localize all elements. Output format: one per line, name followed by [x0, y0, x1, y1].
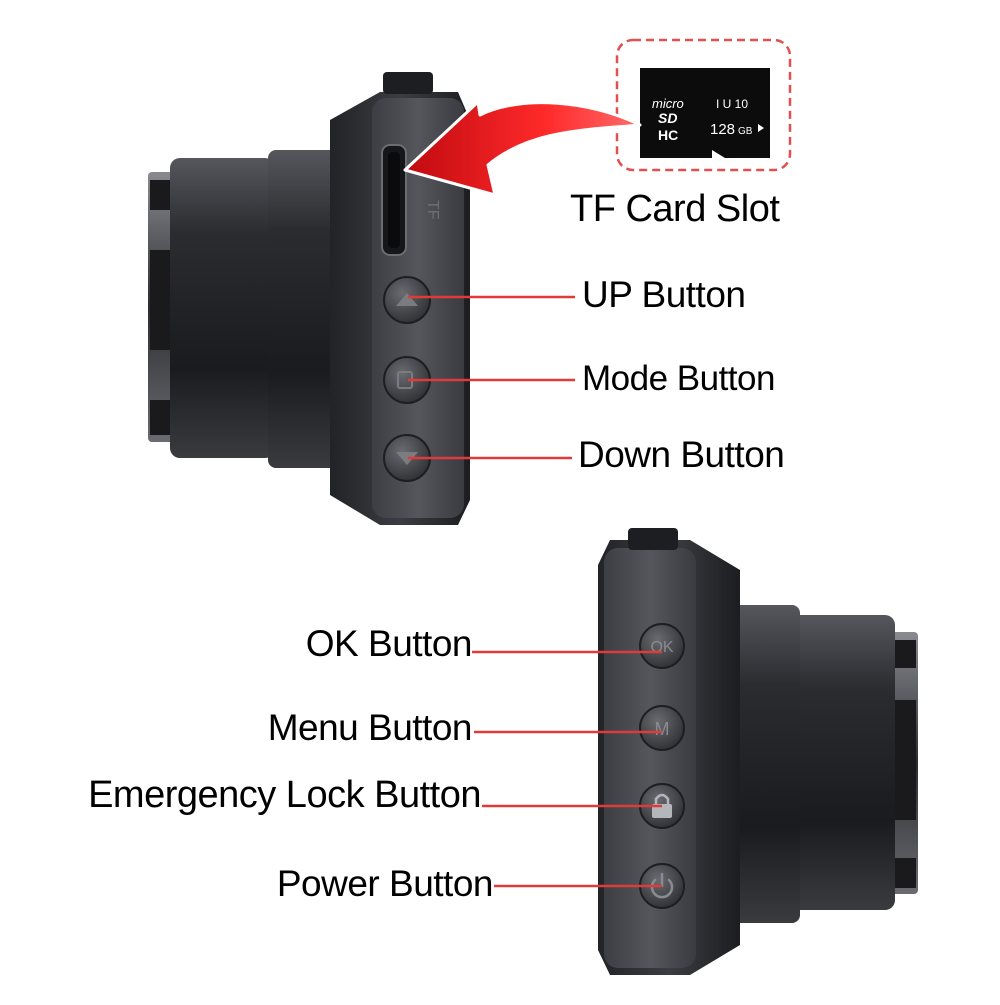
sd-capacity: 128: [710, 121, 735, 138]
up-button[interactable]: [383, 276, 431, 324]
up-arrow-icon: [396, 293, 418, 306]
sd-brand-micro: micro: [652, 96, 684, 111]
menu-button[interactable]: M: [639, 705, 685, 751]
power-button-label: Power Button: [276, 863, 494, 904]
tf-card-slot-label: TF Card Slot: [570, 188, 780, 230]
card-insert-arrow-icon: [758, 124, 764, 132]
ok-button[interactable]: OK: [639, 623, 685, 669]
mode-button[interactable]: [383, 356, 431, 404]
card-dashed-outline: [615, 38, 792, 172]
mode-button-label: Mode Button: [582, 359, 775, 398]
down-button[interactable]: [383, 434, 431, 482]
microsd-card-callout: micro SD HC I U 10 128 GB: [615, 38, 792, 172]
down-arrow-icon: [396, 452, 418, 465]
slot-marking: TF: [424, 200, 441, 220]
dashcam-bottom-view: OK M: [598, 528, 918, 975]
sd-brand-sd: SD: [658, 110, 677, 126]
sd-class-marks: I U 10: [716, 97, 748, 111]
lens-barrel-bottom: [790, 615, 895, 910]
up-button-label: UP Button: [582, 274, 746, 315]
sd-brand-hc: HC: [658, 127, 678, 143]
leader-lines: [408, 295, 662, 888]
sd-capacity-unit: GB: [738, 126, 753, 137]
lens-barrel: [170, 158, 275, 458]
dashcam-top-view: TF: [148, 72, 470, 525]
down-button-label: Down Button: [578, 434, 785, 475]
lock-icon: [652, 793, 672, 818]
emergency-lock-button-label: Emergency Lock Button: [88, 774, 481, 816]
menu-button-label: Menu Button: [267, 707, 473, 748]
top-nub: [383, 72, 433, 94]
ok-glyph: OK: [650, 639, 673, 656]
menu-glyph: M: [655, 719, 670, 739]
microsd-card: [640, 68, 770, 158]
ok-button-label: OK Button: [305, 623, 473, 664]
insert-arrow-icon: [403, 100, 642, 197]
